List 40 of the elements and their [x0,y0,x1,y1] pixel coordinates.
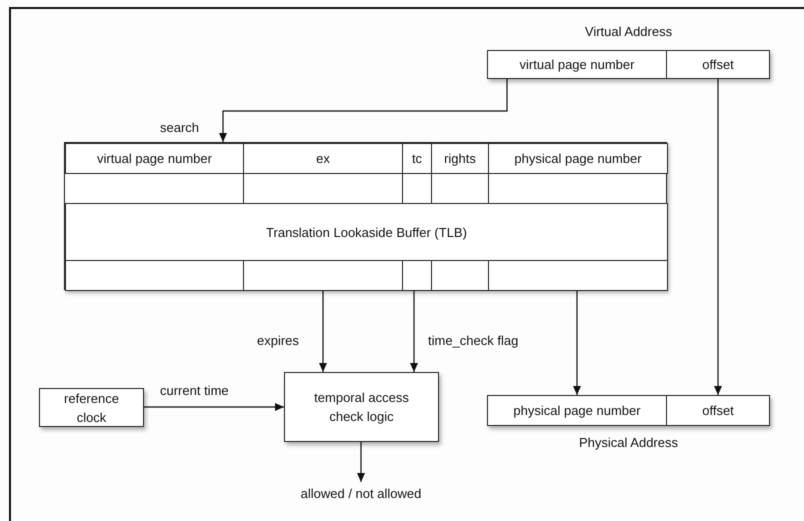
node-text: reference clock [63,390,120,426]
table-cell [65,143,244,174]
arrow [714,79,722,395]
table-band [65,203,668,261]
node-text: offset [702,402,734,420]
arrow [357,442,365,482]
table-cell [402,143,432,174]
node-text: offset [702,56,734,74]
arrow [144,403,284,411]
node-text: ex [316,150,330,168]
node-text: rights [444,150,476,168]
edge-label: search [160,120,200,136]
edge-label: time_check flag [428,333,518,349]
address-heading: Physical Address [578,435,679,451]
table-cell [431,143,489,174]
arrow [319,290,327,372]
arrow [219,79,508,142]
table-cell [243,143,403,174]
table-cell [488,143,668,174]
address-register [487,395,770,453]
edge-label: current time [160,383,229,399]
node-text: tc [412,150,422,168]
table-cell [666,395,770,426]
logic-box [284,372,439,442]
table-cell [487,395,667,426]
address-heading: Virtual Address [584,24,674,40]
node-text: Translation Lookaside Buffer (TLB) [266,224,467,242]
table-cell [487,50,667,79]
node-text: virtual page number [520,56,634,74]
node-text: temporal access check logic [313,389,410,426]
edge-label: expires [257,333,299,349]
clock-box [39,388,144,427]
node-text: physical page number [514,150,642,168]
arrow [410,290,418,372]
table-cell [666,50,770,79]
tlb-table [64,142,667,290]
node-text: allowed / not allowed [300,484,422,502]
node-text: virtual page number [97,150,212,168]
node-text: physical page number [513,402,641,420]
arrow [573,290,581,395]
